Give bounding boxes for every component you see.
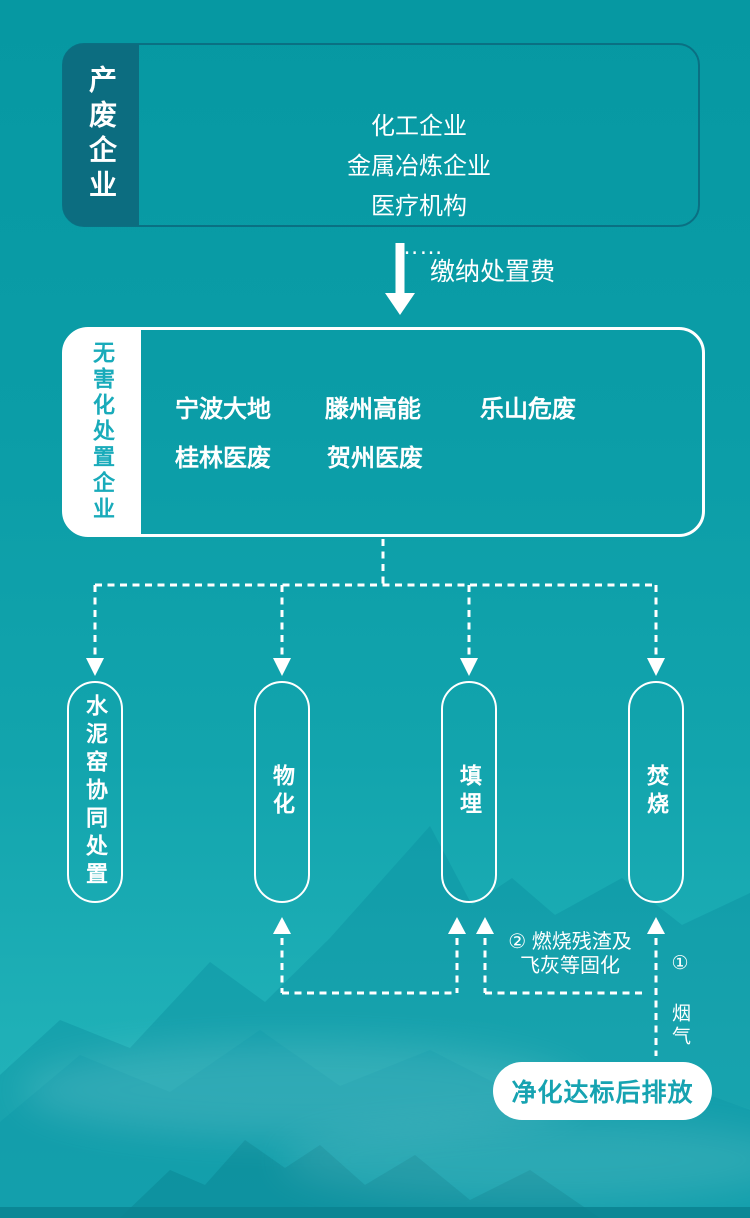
method-capsule-physicochemical: 物化 (254, 681, 310, 903)
return-connector (280, 938, 658, 1056)
mist-patch (20, 1042, 580, 1138)
company-name: 乐山危废 (480, 396, 576, 423)
producers-label-panel: 产废企业 (63, 44, 139, 226)
residue-note-line2: 飞灰等固化 (520, 955, 620, 977)
branch-arrowheads (86, 658, 665, 676)
mist-patch (280, 1118, 750, 1202)
method-label: 焚烧 (644, 764, 669, 820)
disposal-label: 无害化处置企业 (90, 341, 115, 523)
down-arrowhead-icon (86, 658, 104, 676)
company-name: 滕州高能 (325, 396, 421, 423)
method-capsule-incineration: 焚烧 (628, 681, 684, 903)
up-arrowhead-icon (476, 917, 494, 934)
disposal-box: 无害化处置企业 (62, 327, 705, 537)
company-name: 宁波大地 (175, 396, 271, 423)
up-arrowhead-icon (273, 917, 291, 934)
down-arrowhead-icon (647, 658, 665, 676)
method-label: 物化 (270, 764, 295, 820)
residue-note-line1: ② 燃烧残渣及 (508, 931, 632, 953)
discharge-pill: 净化达标后排放 (493, 1062, 712, 1120)
producer-item-ellipsis: …… (395, 233, 443, 260)
producers-list: 化工企业 金属冶炼企业 医疗机构 …… (140, 107, 698, 267)
producers-box: 产废企业 化工企业 金属冶炼企业 医疗机构 …… (62, 43, 700, 260)
fee-label: 缴纳处置费 (430, 258, 556, 286)
disposal-label-panel: 无害化处置企业 (63, 328, 141, 536)
company-name: 贺州医废 (327, 445, 423, 472)
up-arrowhead-icon (647, 917, 665, 934)
method-capsule-cement-kiln: 水泥窑协同处置 (67, 681, 123, 903)
producers-label: 产废企业 (86, 65, 117, 205)
residue-note: ② 燃烧残渣及 飞灰等固化 (498, 930, 642, 978)
producer-item: 金属冶炼企业 (347, 153, 491, 180)
return-arrowheads (273, 917, 665, 934)
company-name: 桂林医废 (175, 445, 271, 472)
down-arrowhead-icon (273, 658, 291, 676)
fee-down-arrow-icon (385, 243, 415, 315)
method-capsule-landfill: 填埋 (441, 681, 497, 903)
down-arrowhead-icon (460, 658, 478, 676)
flue-gas-note: ① 烟气 (669, 952, 690, 1049)
producer-item: 医疗机构 (371, 193, 467, 220)
branch-connector (93, 539, 658, 656)
method-label: 水泥窑协同处置 (83, 694, 108, 890)
method-label: 填埋 (457, 764, 482, 820)
producer-item: 化工企业 (371, 113, 467, 140)
up-arrowhead-icon (448, 917, 466, 934)
bottom-strip (0, 1207, 750, 1218)
